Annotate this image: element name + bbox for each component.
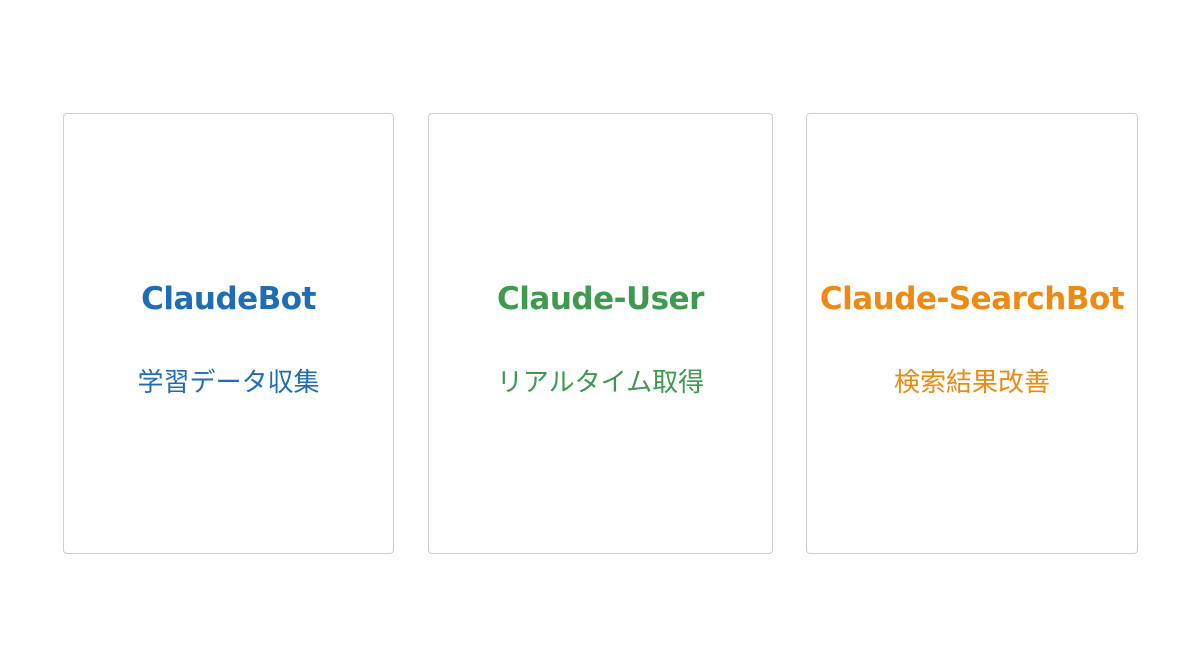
card-subtitle: 学習データ収集 xyxy=(137,368,320,398)
card-claudebot: ClaudeBot 学習データ収集 xyxy=(63,113,394,554)
card-title: ClaudeBot xyxy=(141,281,316,317)
card-title: Claude-SearchBot xyxy=(819,281,1125,317)
card-claude-searchbot: Claude-SearchBot 検索結果改善 xyxy=(806,113,1138,554)
card-subtitle: リアルタイム取得 xyxy=(496,368,705,398)
card-title: Claude-User xyxy=(497,281,704,317)
card-subtitle: 検索結果改善 xyxy=(893,368,1050,398)
card-claude-user: Claude-User リアルタイム取得 xyxy=(428,113,773,554)
